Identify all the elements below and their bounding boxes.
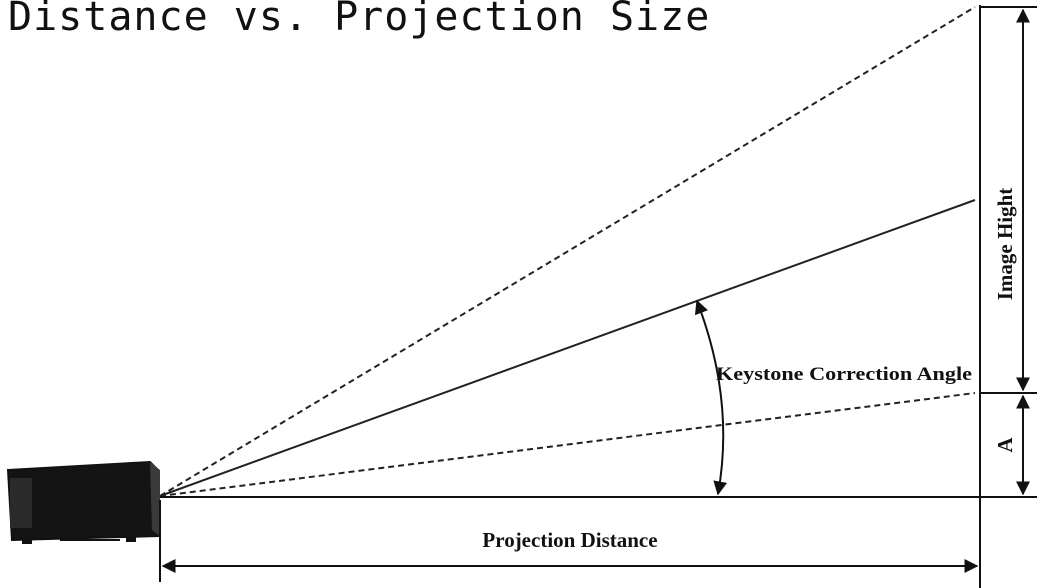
projection-distance-label: Projection Distance xyxy=(482,528,657,552)
ray-top xyxy=(159,6,976,497)
ray-center xyxy=(159,199,976,497)
projector-icon xyxy=(6,460,162,544)
image-height-label: Image Hight xyxy=(993,188,1017,301)
keystone-angle-arrow xyxy=(694,299,728,496)
keystone-label: Keystone Correction Angle xyxy=(716,364,972,385)
offset-a-label: A xyxy=(993,437,1017,453)
ray-bottom xyxy=(159,392,976,497)
diagram-title: Distance vs. Projection Size xyxy=(8,0,711,40)
